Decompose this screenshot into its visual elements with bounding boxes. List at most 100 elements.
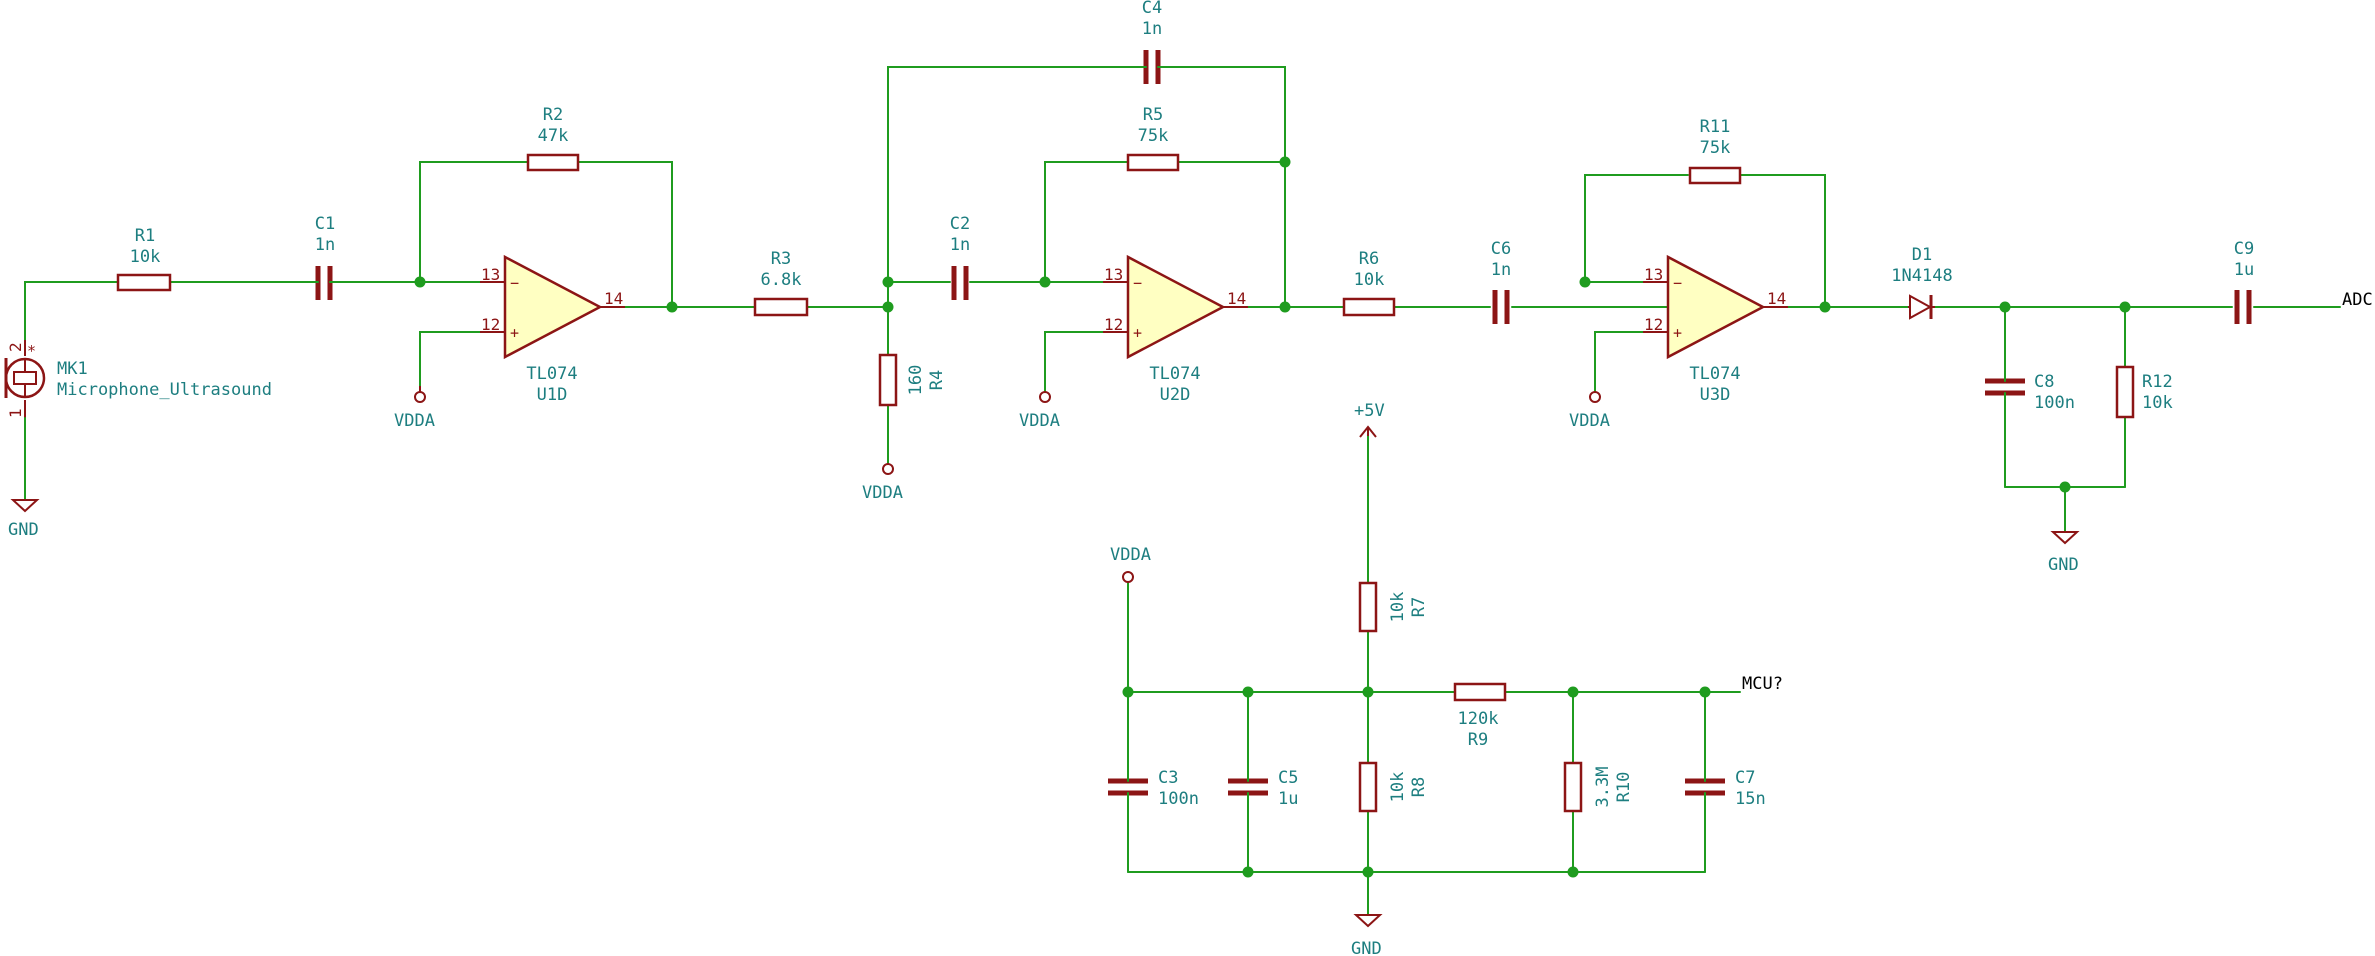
r1-ref: R1 — [135, 226, 155, 246]
resistor-r8[interactable] — [1358, 761, 1378, 813]
c2-ref: C2 — [950, 214, 970, 234]
u1d-ref: U1D — [537, 385, 568, 405]
opamp-minus-sign: − — [1133, 274, 1142, 292]
junction-dot — [1567, 866, 1579, 878]
junction-dot — [414, 276, 426, 288]
junction-dot — [1279, 301, 1291, 313]
r9-ref: R9 — [1468, 730, 1488, 750]
resistor-r2[interactable] — [526, 153, 580, 172]
r11-ref: R11 — [1700, 117, 1731, 137]
resistor-r1[interactable] — [116, 273, 172, 292]
c6-value: 1n — [1491, 260, 1511, 280]
capacitor-c9[interactable] — [2234, 290, 2252, 324]
capacitor-c7[interactable] — [1685, 771, 1725, 803]
r7-ref: R7 — [1409, 597, 1429, 617]
c8-ref: C8 — [2034, 372, 2054, 392]
c1-value: 1n — [315, 235, 335, 255]
vdda-symbol-bias: VDDA — [1110, 545, 1151, 583]
net-label-adc: ADC — [2342, 290, 2373, 310]
junction-dot — [1122, 686, 1134, 698]
r3-ref: R3 — [771, 249, 791, 269]
resistor-r12[interactable] — [2115, 365, 2135, 419]
opamp-u3d[interactable]: − + 13 12 14 — [1643, 254, 1788, 360]
r6-value: 10k — [1354, 270, 1385, 290]
resistor-r10[interactable] — [1563, 761, 1583, 813]
gnd-label: GND — [1351, 939, 1382, 956]
junction-dot — [882, 301, 894, 313]
r12-ref: R12 — [2142, 372, 2173, 392]
vdda-symbol-r4: VDDA — [862, 463, 903, 503]
r5-value: 75k — [1138, 126, 1169, 146]
capacitor-c8[interactable] — [1985, 371, 2025, 403]
capacitor-c2[interactable] — [951, 266, 969, 300]
junction-dot — [1039, 276, 1051, 288]
resistor-r11[interactable] — [1688, 166, 1742, 185]
r2-ref: R2 — [543, 105, 563, 125]
u2d-ref: U2D — [1160, 385, 1191, 405]
c3-ref: C3 — [1158, 768, 1178, 788]
resistor-r9[interactable] — [1453, 682, 1507, 702]
r1-value: 10k — [130, 247, 161, 267]
gnd-symbol-bias: GND — [1351, 914, 1383, 956]
c4-ref: C4 — [1142, 0, 1162, 18]
resistor-r6[interactable] — [1342, 297, 1396, 317]
opamp-u1d[interactable]: − + 13 12 14 — [480, 254, 625, 360]
r8-ref: R8 — [1409, 777, 1429, 797]
pin-number: 12 — [481, 315, 500, 334]
resistors — [116, 153, 2135, 813]
c5-ref: C5 — [1278, 768, 1298, 788]
junction-dot — [1579, 276, 1591, 288]
junction-dot — [1819, 301, 1831, 313]
r4-value: 160 — [906, 365, 926, 396]
c5-value: 1u — [1278, 789, 1298, 809]
r4-ref: R4 — [927, 370, 947, 390]
pin-number: 13 — [481, 265, 500, 284]
r2-value: 47k — [538, 126, 569, 146]
c3-value: 100n — [1158, 789, 1199, 809]
pin1-dot: * — [27, 342, 36, 360]
r10-ref: R10 — [1614, 772, 1634, 803]
capacitor-c6[interactable] — [1492, 290, 1510, 324]
r10-value: 3.3M — [1593, 767, 1613, 808]
opamp-minus-sign: − — [1673, 274, 1682, 292]
capacitor-c1[interactable] — [307, 266, 341, 300]
opamp-u2d[interactable]: − + 13 12 14 — [1103, 254, 1248, 360]
r12-value: 10k — [2142, 393, 2173, 413]
resistor-r4[interactable] — [878, 353, 898, 407]
junction-dot — [1699, 686, 1711, 698]
diode-d1[interactable] — [1908, 294, 1935, 320]
r9-value: 120k — [1458, 709, 1499, 729]
pin-number: 14 — [1227, 289, 1246, 308]
vdda-symbol-u3d: VDDA — [1569, 391, 1610, 431]
opamp-plus-sign: + — [1133, 324, 1142, 342]
pin-number: 12 — [1104, 315, 1123, 334]
pin-number: 2 — [6, 342, 25, 352]
u1d-value: TL074 — [526, 364, 577, 384]
resistor-r5[interactable] — [1126, 153, 1180, 172]
pin-number: 14 — [1767, 289, 1786, 308]
capacitor-c3[interactable] — [1108, 771, 1148, 803]
capacitor-c4[interactable] — [1137, 50, 1167, 84]
r8-value: 10k — [1388, 772, 1408, 803]
resistor-r7[interactable] — [1358, 581, 1378, 633]
junction-dot — [666, 301, 678, 313]
vdda-label: VDDA — [394, 411, 435, 431]
component-labels: R1 10k C1 1n R2 47k TL074 U1D R3 6.8k 16… — [57, 0, 2254, 809]
net-label-mcu: MCU? — [1742, 674, 1783, 694]
u2d-value: TL074 — [1149, 364, 1200, 384]
mk1-value: Microphone_Ultrasound — [57, 380, 272, 400]
resistor-r3[interactable] — [753, 297, 809, 317]
vdda-label: VDDA — [1019, 411, 1060, 431]
junction-dot — [1567, 686, 1579, 698]
c7-ref: C7 — [1735, 768, 1755, 788]
u3d-value: TL074 — [1689, 364, 1740, 384]
c9-value: 1u — [2234, 260, 2254, 280]
vdda-label: VDDA — [1569, 411, 1610, 431]
microphone-mk1[interactable]: * 2 1 — [4, 340, 46, 501]
pin-number: 14 — [604, 289, 623, 308]
u3d-ref: U3D — [1700, 385, 1731, 405]
capacitor-c5[interactable] — [1228, 771, 1268, 803]
opamp-plus-sign: + — [510, 324, 519, 342]
d1-ref: D1 — [1912, 245, 1932, 265]
